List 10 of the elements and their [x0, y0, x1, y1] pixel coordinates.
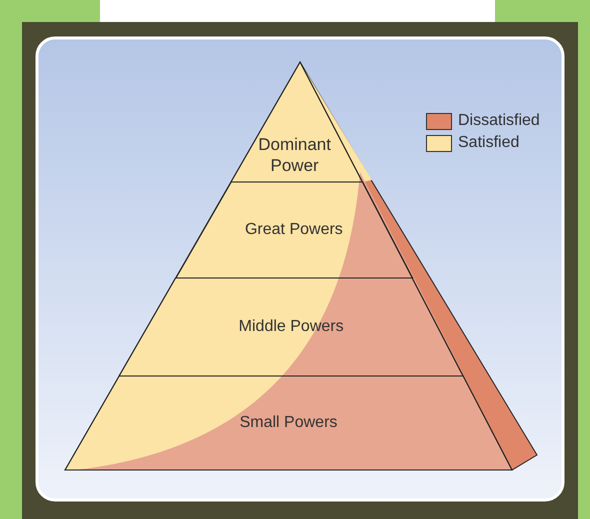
tier-label: Small Powers [238, 413, 338, 433]
pyramid-tier [230, 62, 362, 182]
pyramid-tier [176, 182, 412, 278]
legend-label: Satisfied [458, 134, 520, 152]
tier-label: Great Powers [244, 220, 344, 240]
pyramid-tier [65, 376, 512, 470]
legend-label: Dissatisfied [458, 112, 540, 130]
pyramid-tier [119, 278, 464, 376]
tier-label: Dominant Power [257, 134, 332, 176]
tier-label: Middle Powers [238, 317, 345, 337]
